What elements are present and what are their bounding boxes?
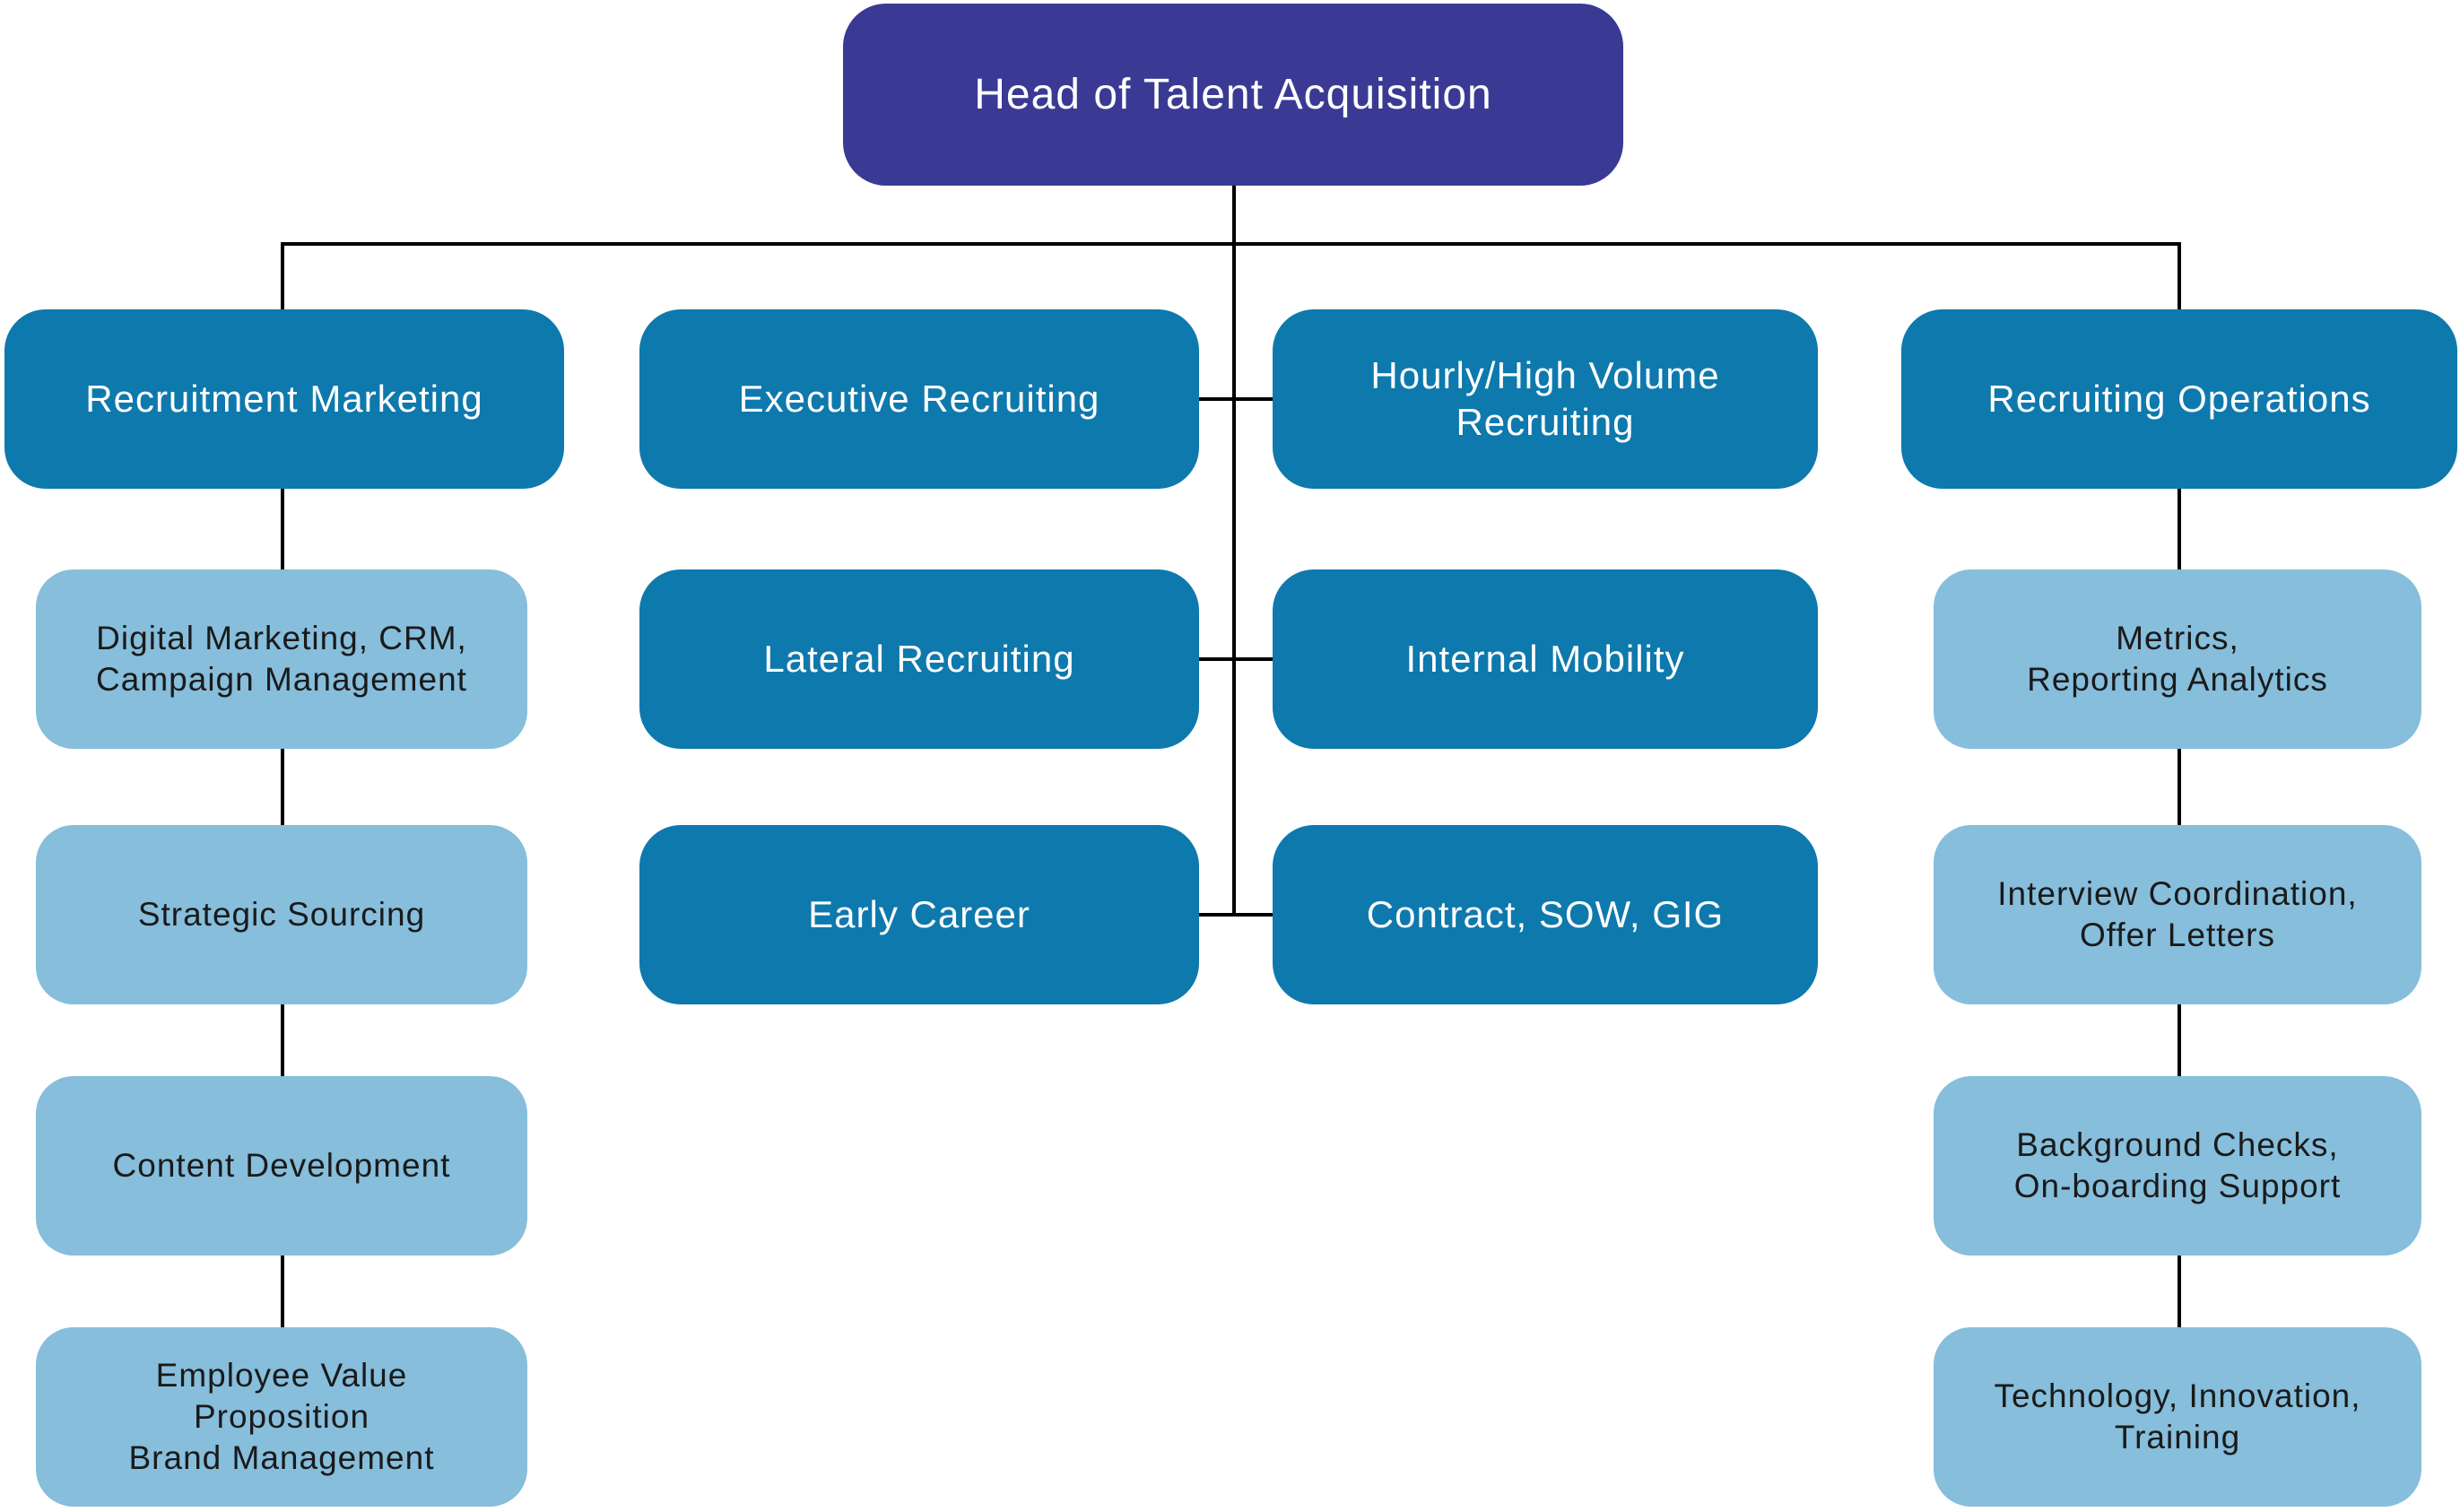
org-node-technology-innovation-training: Technology, Innovation, Training [1934,1327,2421,1507]
connector-left-seg-3 [281,1004,284,1076]
connector-row1-link [1197,397,1278,401]
org-node-interview-coordination-offer-letters: Interview Coordination, Offer Letters [1934,825,2421,1004]
org-node-head-of-talent-acquisition: Head of Talent Acquisition [843,4,1623,186]
connector-left-seg-1 [281,489,284,569]
org-node-strategic-sourcing: Strategic Sourcing [36,825,527,1004]
connector-right-seg-4 [2177,1256,2181,1327]
org-node-background-checks-onboarding-support: Background Checks, On-boarding Support [1934,1076,2421,1256]
org-node-content-development: Content Development [36,1076,527,1256]
org-node-digital-marketing-crm-campaign-management: Digital Marketing, CRM, Campaign Managem… [36,569,527,749]
org-node-executive-recruiting: Executive Recruiting [639,309,1199,489]
org-node-early-career: Early Career [639,825,1199,1004]
connector-row2-link [1197,657,1278,661]
connector-main-branch-horizontal [281,242,2181,246]
org-node-hourly-high-volume-recruiting: Hourly/High Volume Recruiting [1273,309,1818,489]
connector-trunk-vertical [1232,186,1236,917]
connector-right-seg-1 [2177,489,2181,569]
connector-right-seg-2 [2177,749,2181,825]
org-node-employee-value-proposition-brand-management: Employee Value Proposition Brand Managem… [36,1327,527,1507]
connector-left-drop [281,242,284,309]
connector-right-seg-3 [2177,1004,2181,1076]
connector-right-drop [2177,242,2181,309]
org-node-recruitment-marketing: Recruitment Marketing [4,309,564,489]
connector-row3-link [1197,913,1278,917]
org-node-metrics-reporting-analytics: Metrics, Reporting Analytics [1934,569,2421,749]
org-node-contract-sow-gig: Contract, SOW, GIG [1273,825,1818,1004]
org-node-recruiting-operations: Recruiting Operations [1901,309,2457,489]
connector-left-seg-2 [281,749,284,825]
org-node-lateral-recruiting: Lateral Recruiting [639,569,1199,749]
connector-left-seg-4 [281,1256,284,1327]
org-node-internal-mobility: Internal Mobility [1273,569,1818,749]
